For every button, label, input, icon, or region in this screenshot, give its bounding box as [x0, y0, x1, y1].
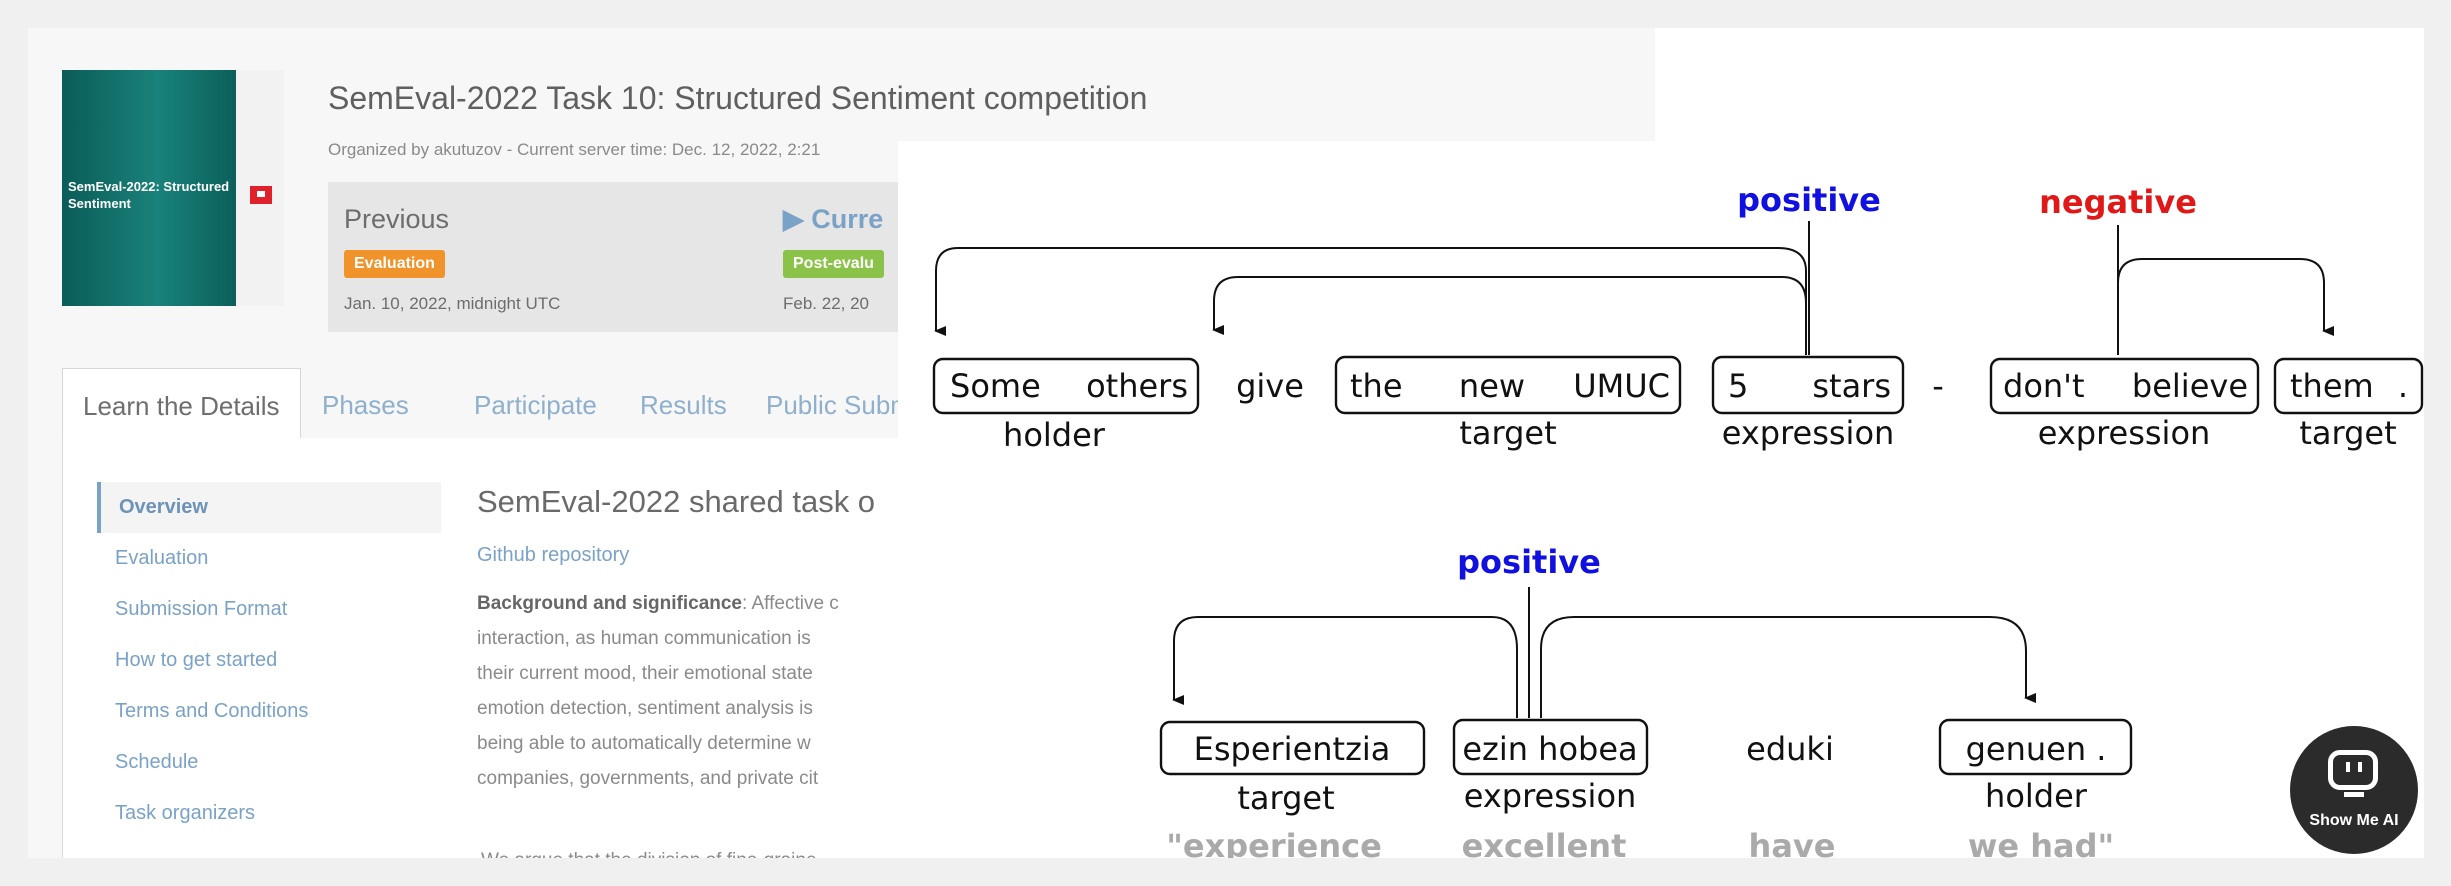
role-label: holder [1985, 777, 2088, 815]
polarity-positive-1: positive [1737, 181, 1881, 219]
tab-participate[interactable]: Participate [474, 390, 597, 420]
tab-results[interactable]: Results [640, 390, 727, 420]
body-line: companies, governments, and private cit [477, 768, 819, 789]
arc-holder-2 [1540, 616, 2036, 718]
structured-sentiment-diagram: positive negative Some others give the n… [898, 141, 2424, 858]
role-label: holder [1003, 416, 1106, 454]
arc-target [1212, 276, 1807, 355]
token: UMUC [1573, 367, 1670, 405]
organizer-line: Organized by akutuzov - Current server t… [328, 140, 821, 159]
diagram-svg: positive negative Some others give the n… [932, 181, 2424, 858]
sidebar-item-terms[interactable]: Terms and Conditions [115, 700, 309, 722]
previous-phase-date: Jan. 10, 2022, midnight UTC [344, 294, 561, 313]
gloss: we had" [1968, 827, 2114, 858]
robot-face-icon [2328, 750, 2378, 790]
arc-target-them [2117, 258, 2334, 355]
robot-eye-icon [2346, 762, 2350, 772]
token: don't [2003, 367, 2085, 405]
token: - [1932, 367, 1944, 405]
span-box-expression [1711, 355, 1905, 415]
evaluation-badge: Evaluation [344, 250, 445, 278]
gloss: excellent [1462, 827, 1627, 858]
arc-target-2 [1172, 616, 1518, 718]
robot-stand-icon [2344, 792, 2364, 797]
role-label: target [1459, 414, 1556, 452]
token: Some [950, 367, 1041, 405]
arc-holder [934, 247, 1807, 355]
gloss: "experience [1166, 827, 1382, 858]
show-me-ai-label: Show Me AI [2309, 812, 2399, 829]
robot-eye-icon [2358, 762, 2362, 772]
body-paragraph-2: We argue that the division of fine-grain… [481, 850, 817, 858]
overview-heading: SemEval-2022 shared task o [477, 484, 876, 519]
role-label: expression [2038, 414, 2211, 452]
token: new [1459, 367, 1525, 405]
token: Esperientzia [1194, 730, 1391, 768]
token: . [2398, 367, 2408, 405]
screenshot-frame: SemEval-2022: Structured Sentiment SemEv… [28, 28, 2424, 858]
span-box-holder-s2 [1938, 718, 2133, 776]
token: believe [2132, 367, 2248, 405]
role-label: target [1237, 779, 1334, 817]
span-box-holder [932, 357, 1200, 415]
token: stars [1812, 367, 1891, 405]
sidebar-item-schedule[interactable]: Schedule [115, 751, 199, 773]
span-box-expression-2 [1989, 357, 2260, 415]
body-line: Background and significance: Affective c [477, 586, 1377, 621]
sidebar-item-how-to-get-started[interactable]: How to get started [115, 649, 278, 671]
body-line: their current mood, their emotional stat… [477, 663, 813, 684]
competition-title: SemEval-2022 Task 10: Structured Sentime… [328, 80, 1148, 116]
tab-phases[interactable]: Phases [322, 390, 409, 420]
current-phase-date: Feb. 22, 20 [783, 294, 870, 313]
show-me-ai-badge: Show Me AI [2290, 726, 2418, 854]
sidebar-item-submission-format[interactable]: Submission Format [115, 598, 288, 620]
role-label: expression [1722, 414, 1895, 452]
overview-body: Background and significance: Affective c… [477, 586, 1377, 796]
current-phase-link[interactable]: ▶ Curre [783, 204, 884, 234]
details-sidebar: Overview Evaluation Submission Format Ho… [97, 482, 441, 839]
role-label: expression [1464, 777, 1637, 815]
span-box-target [1334, 355, 1682, 415]
body-line-text: : Affective c [742, 593, 839, 614]
competition-logo: SemEval-2022: Structured Sentiment [62, 70, 284, 306]
role-label: target [2299, 414, 2396, 452]
post-evaluation-badge: Post-evalu [783, 250, 884, 278]
token: others [1086, 367, 1188, 405]
sidebar-item-task-organizers[interactable]: Task organizers [115, 802, 256, 824]
token: the [1350, 367, 1403, 405]
polarity-negative-1: negative [2039, 183, 2197, 221]
body-line: interaction, as human communication is [477, 628, 811, 649]
github-link[interactable]: Github repository [477, 544, 630, 566]
token: them [2290, 367, 2374, 405]
background-label: Background and significance [477, 593, 742, 614]
sidebar-item-evaluation[interactable]: Evaluation [115, 547, 209, 569]
previous-phase-label: Previous [344, 204, 450, 234]
flag-icon [250, 186, 272, 204]
polarity-positive-2: positive [1457, 543, 1601, 581]
span-box-expression-s2 [1452, 718, 1649, 776]
body-line: emotion detection, sentiment analysis is [477, 698, 813, 719]
tab-public-submissions[interactable]: Public Subm [766, 390, 912, 420]
span-box-target-2 [2273, 357, 2424, 415]
body-line: being able to automatically determine w [477, 733, 811, 754]
token: give [1236, 367, 1304, 405]
token: genuen . [1966, 730, 2107, 768]
logo-text: SemEval-2022: Structured Sentiment [68, 179, 230, 211]
token: ezin hobea [1462, 730, 1637, 768]
logo-tile: SemEval-2022: Structured Sentiment [62, 70, 236, 306]
tab-learn-the-details[interactable]: Learn the Details [62, 368, 301, 441]
gloss: have [1749, 827, 1836, 858]
span-box-target-s2 [1159, 720, 1426, 776]
sidebar-item-overview[interactable]: Overview [97, 482, 441, 533]
token: eduki [1746, 730, 1834, 768]
token: 5 [1728, 367, 1748, 405]
